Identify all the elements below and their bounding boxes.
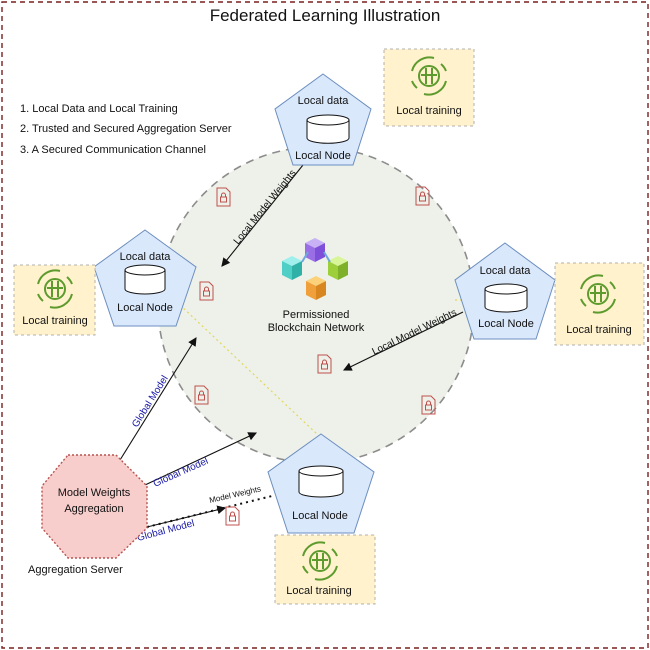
- aggregation-server: Model Weights Aggregation: [41, 454, 148, 559]
- lock-document-icon: [225, 506, 240, 526]
- legend-item-3: 3. A Secured Communication Channel: [20, 144, 206, 156]
- local-node-label: Local Node: [478, 318, 534, 330]
- local-weights-arrow-right: [343, 311, 464, 371]
- database-icon: [484, 283, 528, 313]
- network-link: [179, 304, 319, 436]
- blockchain-cubes-icon: [282, 238, 348, 300]
- brain-cycle-icon: [580, 274, 616, 314]
- local-training-box-left: Local training: [13, 264, 96, 336]
- legend-item-2: 2. Trusted and Secured Aggregation Serve…: [20, 123, 232, 135]
- network-label-line2: Blockchain Network: [268, 322, 365, 334]
- legend-item-1: 1. Local Data and Local Training: [20, 103, 178, 115]
- global-model-arrow-bottom: [146, 505, 227, 528]
- lock-document-icon: [415, 186, 430, 206]
- local-node-left: Local data Local Node: [93, 229, 197, 327]
- database-icon: [306, 114, 350, 144]
- server-line1: Model Weights: [58, 487, 131, 499]
- local-node-right: Local data Local Node: [454, 242, 556, 340]
- brain-cycle-icon: [37, 269, 73, 309]
- aggregation-server-caption: Aggregation Server: [28, 564, 123, 576]
- global-model-label-middle: Global Model: [152, 456, 210, 490]
- brain-cycle-icon: [411, 56, 447, 96]
- local-training-label: Local training: [286, 585, 351, 597]
- lock-document-icon: [421, 395, 436, 415]
- model-weights-label: Model Weights: [208, 484, 261, 505]
- lock-document-icon: [216, 187, 231, 207]
- local-node-top: Local data Local Node: [274, 73, 372, 166]
- local-node-label: Local Node: [292, 510, 348, 522]
- network-label-line1: Permissioned: [283, 309, 350, 321]
- local-data-label: Local data: [480, 265, 532, 277]
- database-icon: [124, 264, 166, 295]
- local-weights-arrow-top: [221, 159, 308, 267]
- lock-document-icon: [317, 354, 332, 374]
- database-icon: [298, 465, 344, 498]
- diagram-title: Federated Learning Illustration: [209, 6, 441, 25]
- local-node-bottom: Local Node: [267, 433, 375, 534]
- global-model-label-left: Global Model: [130, 374, 171, 430]
- local-training-label: Local training: [396, 105, 461, 117]
- local-data-label: Local data: [120, 251, 172, 263]
- lock-document-icons: [194, 186, 436, 526]
- lock-document-icon: [199, 281, 214, 301]
- local-training-label: Local training: [22, 315, 87, 327]
- local-training-box-top: Local training: [383, 48, 475, 127]
- server-line2: Aggregation: [64, 503, 123, 515]
- local-data-label: Local data: [298, 95, 350, 107]
- brain-cycle-icon: [302, 541, 338, 581]
- local-node-label: Local Node: [295, 150, 351, 162]
- global-model-arrow-middle: [144, 432, 257, 486]
- local-training-box-bottom: Local training: [274, 534, 376, 605]
- local-training-label: Local training: [566, 324, 631, 336]
- lock-document-icon: [194, 385, 209, 405]
- global-model-arrow-left: [119, 337, 197, 461]
- local-training-box-right: Local training: [554, 262, 645, 346]
- network-circle: [157, 146, 475, 464]
- local-node-label: Local Node: [117, 302, 173, 314]
